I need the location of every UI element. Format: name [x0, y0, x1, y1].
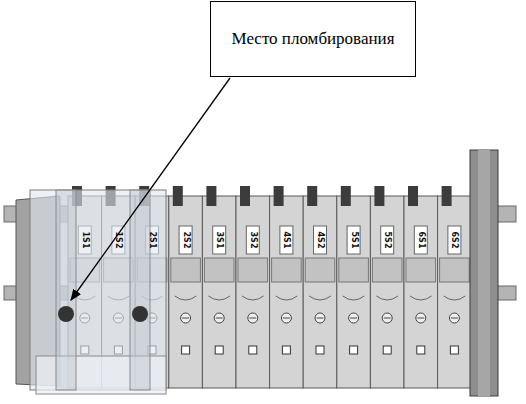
terminal-module: [438, 186, 472, 388]
callout-text: Место пломбирования: [221, 28, 405, 49]
terminal-module: [169, 186, 203, 388]
terminal-marking: 6S2: [450, 232, 458, 249]
terminal-module: [370, 186, 404, 388]
callout-box: Место пломбирования: [210, 1, 416, 77]
terminal-marking: 2S2: [182, 232, 190, 249]
terminal-module: [303, 186, 337, 388]
leader-line: [71, 78, 230, 300]
sealing-cover: [30, 190, 166, 394]
terminal-marking: 4S2: [316, 232, 324, 249]
terminal-module: [337, 186, 371, 388]
terminal-marking: 5S2: [383, 232, 391, 249]
terminal-marking: 3S1: [215, 232, 223, 249]
terminal-marking: 5S1: [350, 232, 358, 249]
terminal-marking: 4S1: [282, 232, 290, 249]
terminal-module: [202, 186, 236, 388]
terminal-marking: 6S1: [417, 232, 425, 249]
terminal-module: [404, 186, 438, 388]
end-plate: [470, 150, 498, 396]
terminal-marking: 1S1: [81, 232, 89, 249]
terminal-module: [270, 186, 304, 388]
seal-pin: [132, 306, 148, 322]
seal-pin: [58, 306, 74, 322]
terminal-marking: 1S2: [114, 232, 122, 249]
terminal-marking: 3S2: [249, 232, 257, 249]
terminal-marking: 2S1: [148, 232, 156, 249]
terminal-module: [236, 186, 270, 388]
